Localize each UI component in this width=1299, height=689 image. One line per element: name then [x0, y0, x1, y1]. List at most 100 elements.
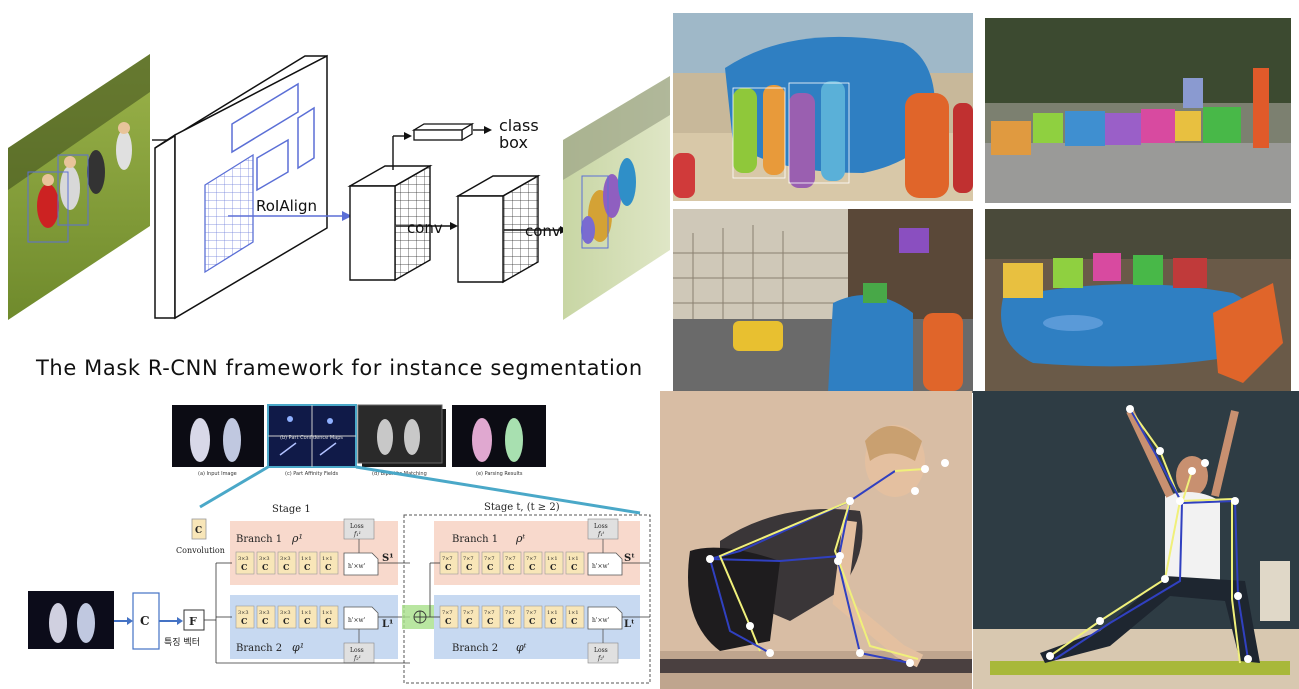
conv-block-letter: C	[283, 616, 289, 626]
seg-photo-1	[673, 13, 973, 201]
staget-branch2-blocks: 7×7C7×7C7×7C7×7C7×7C1×1C1×1C	[439, 605, 585, 629]
legend-conv-label: Convolution	[176, 546, 225, 555]
svg-text:Loss: Loss	[594, 647, 608, 654]
conv-block-letter: C	[487, 616, 493, 626]
svg-text:F: F	[189, 615, 197, 628]
st-output-label: Sᵗ	[624, 553, 635, 564]
svg-text:C: C	[140, 614, 150, 628]
conv-block-letter: C	[487, 562, 493, 572]
svg-text:C: C	[195, 526, 202, 536]
conv-block-letter: C	[283, 562, 289, 572]
conv-block	[544, 551, 564, 575]
seg-photo-4	[985, 209, 1291, 393]
pose-photo-man	[973, 391, 1299, 689]
conv-label-2: conv	[525, 222, 561, 240]
mask-rcnn-diagram	[8, 54, 670, 320]
roi-feature-block	[347, 164, 433, 282]
thumb-caption-e: (e) Parsing Results	[476, 471, 523, 477]
thumb-caption-c: (c) Part Affinity Fields	[285, 471, 339, 477]
conv-block	[319, 605, 339, 629]
svg-text:f₁¹: f₁¹	[353, 531, 361, 538]
conv-block-letter: C	[445, 616, 451, 626]
svg-text:h'×w': h'×w'	[592, 563, 610, 570]
conv-block-letter: C	[241, 562, 247, 572]
svg-text:Loss: Loss	[350, 523, 364, 530]
branch1t-symbol: ρᵗ	[515, 532, 525, 545]
svg-text:f₁ᵗ: f₁ᵗ	[597, 531, 605, 538]
conv-block-letter: C	[508, 562, 514, 572]
roialign-label: RoIAlign	[256, 197, 317, 215]
loss-box-lt: Loss f₂ᵗ	[587, 642, 619, 664]
branch1-symbol: ρ¹	[291, 532, 303, 545]
loss-box-s1: Loss f₁¹	[343, 518, 375, 540]
conv-block-letter: C	[466, 616, 472, 626]
conv-block	[235, 551, 255, 575]
input-soccer-image	[8, 54, 150, 320]
conv-block-letter: C	[571, 562, 577, 572]
legend-conv-block	[191, 518, 207, 540]
conv-kernel-label: 7×7	[505, 556, 516, 562]
conv-block	[523, 605, 543, 629]
conv-block	[235, 605, 255, 629]
conv-kernel-label: 1×1	[568, 610, 579, 616]
pipeline-thumbnails	[172, 404, 546, 468]
thumb-caption-b: (b) Part Confidence Maps	[280, 435, 343, 441]
conv-block-letter: C	[529, 562, 535, 572]
staget-l-output: h'×w'	[587, 606, 623, 630]
conv-kernel-label: 1×1	[322, 610, 333, 616]
conv-block	[523, 551, 543, 575]
conv-block	[544, 605, 564, 629]
feature-vector-label: 특징 벡터	[164, 637, 200, 648]
loss-box-st: Loss f₁ᵗ	[587, 518, 619, 540]
pose-skeleton-woman	[706, 459, 949, 667]
svg-text:f₂¹: f₂¹	[353, 655, 361, 662]
conv-kernel-label: 3×3	[259, 556, 270, 562]
svg-text:h'×w': h'×w'	[592, 617, 610, 624]
conv-block	[502, 551, 522, 575]
pose-skeleton-man	[1046, 405, 1252, 664]
openpose-pipeline-diagram: (a) Input Image (b) Part Confidence Maps…	[28, 404, 651, 684]
loss-box-l1: Loss f₂¹	[343, 642, 375, 664]
conv-block-letter: C	[262, 562, 268, 572]
conv-label-1: conv	[407, 219, 443, 237]
conv-kernel-label: 7×7	[463, 556, 474, 562]
head-box-label: box	[499, 133, 528, 152]
stage1-branch2-blocks: 3×3C3×3C3×3C1×1C1×1C	[235, 605, 339, 629]
conv-block-letter: C	[529, 616, 535, 626]
conv-block	[565, 605, 585, 629]
conv-kernel-label: 3×3	[280, 556, 291, 562]
thumb-caption-a: (a) Input Image	[198, 471, 237, 477]
staget-title: Stage t, (t ≥ 2)	[484, 502, 560, 513]
conv-kernel-label: 7×7	[526, 556, 537, 562]
conv-kernel-label: 7×7	[463, 610, 474, 616]
conv-block	[256, 551, 276, 575]
branch2-symbol: φ¹	[292, 641, 304, 654]
conv-block	[460, 605, 480, 629]
svg-text:f₂ᵗ: f₂ᵗ	[597, 655, 605, 662]
stage1-l-output: h'×w'	[343, 606, 379, 630]
branch2-label: Branch 2	[236, 643, 282, 654]
stage1-branch1-blocks: 3×3C3×3C3×3C1×1C1×1C	[235, 551, 339, 575]
conv-block	[460, 551, 480, 575]
conv-block	[298, 551, 318, 575]
staget-s-output: h'×w'	[587, 552, 623, 576]
conv-block	[481, 551, 501, 575]
feature-map-slab	[154, 54, 328, 320]
input-conv-block	[132, 592, 160, 650]
conv-kernel-label: 1×1	[547, 610, 558, 616]
conv-block-letter: C	[241, 616, 247, 626]
s1-output-label: S¹	[382, 553, 394, 564]
pose-photo-pair	[660, 391, 1299, 689]
conv-kernel-label: 7×7	[526, 610, 537, 616]
conv-kernel-label: 7×7	[442, 556, 453, 562]
conv-kernel-label: 3×3	[238, 556, 249, 562]
conv-block	[502, 605, 522, 629]
conv-kernel-label: 1×1	[301, 610, 312, 616]
conv-kernel-label: 1×1	[547, 556, 558, 562]
seg-photo-3	[673, 209, 973, 393]
conv-kernel-label: 7×7	[484, 556, 495, 562]
conv-block	[481, 605, 501, 629]
segmentation-photo-grid	[673, 13, 1291, 393]
stage1-s-output: h'×w'	[343, 552, 379, 576]
conv-kernel-label: 7×7	[505, 610, 516, 616]
